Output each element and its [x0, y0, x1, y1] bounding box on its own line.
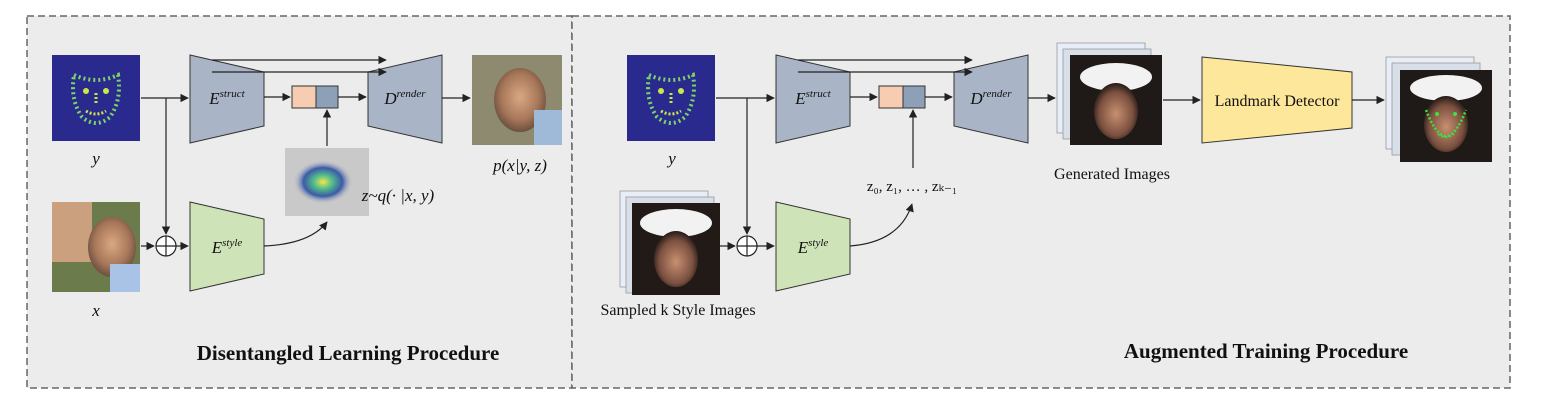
svg-text:Estyle: Estyle	[211, 237, 243, 257]
decoder-render-sup-right: render	[983, 88, 1013, 100]
encoder-struct-block: Estruct	[189, 54, 265, 144]
latent-sequence-label: z₀, z₁, … , zₖ₋₁	[867, 179, 957, 195]
detected-landmarks-stack	[1385, 56, 1492, 162]
style-images-label: Sampled k Style Images	[600, 302, 755, 319]
encoder-style-base-right: E	[797, 238, 809, 257]
style-images-stack	[619, 190, 720, 295]
encoder-style-block-right: Estyle	[775, 201, 851, 292]
svg-text:Estruct: Estruct	[208, 88, 245, 108]
landmark-detector-label: Landmark Detector	[1215, 93, 1341, 110]
landmark-detector-block: Landmark Detector	[1201, 56, 1353, 144]
decoder-render-block-right: Drender	[953, 54, 1029, 144]
encoder-style-base: E	[211, 238, 223, 257]
left-panel-title: Disentangled Learning Procedure	[197, 341, 500, 365]
svg-text:Estyle: Estyle	[797, 237, 829, 257]
generated-images-stack	[1056, 42, 1162, 145]
face-with-landmarks-icon	[1400, 70, 1492, 162]
left-arrows	[141, 55, 471, 251]
latent-posterior-label: z~q(· |x, y)	[361, 186, 435, 205]
y-label-right: y	[666, 149, 676, 168]
output-distribution-label: p(x|y, z)	[492, 156, 547, 175]
latent-scatter-icon	[285, 148, 369, 216]
landmark-heatmap-icon	[52, 55, 140, 141]
sum-icon	[736, 235, 758, 257]
encoder-struct-block-right: Estruct	[775, 54, 851, 144]
right-panel: y Sampled k Style Images Estruct	[571, 15, 1511, 389]
decoder-render-base-right: D	[969, 89, 983, 108]
latent-cell-style-right	[902, 85, 926, 109]
latent-cell-style	[315, 85, 339, 109]
encoder-struct-base-right: E	[794, 89, 806, 108]
encoder-struct-sup: struct	[220, 88, 246, 100]
decoder-render-sup: render	[397, 88, 427, 100]
sum-icon	[155, 235, 177, 257]
svg-text:Estruct: Estruct	[794, 88, 831, 108]
right-arrows	[716, 55, 1385, 251]
latent-cell-struct-right	[878, 85, 904, 109]
encoder-style-block: Estyle	[189, 201, 265, 292]
face-photo-icon	[632, 203, 720, 295]
encoder-struct-base: E	[208, 89, 220, 108]
left-panel: y x Estruct Estyle	[26, 15, 573, 389]
svg-text:Drender: Drender	[383, 88, 426, 108]
reconstructed-face-icon	[472, 55, 562, 145]
latent-cell-struct	[291, 85, 317, 109]
x-label: x	[91, 301, 100, 320]
right-panel-frame	[571, 15, 1511, 389]
svg-text:Drender: Drender	[969, 88, 1012, 108]
face-photo-icon	[52, 202, 140, 292]
landmark-heatmap-icon	[627, 55, 715, 141]
face-photo-icon	[1070, 55, 1162, 145]
decoder-render-base: D	[383, 89, 397, 108]
generated-images-label: Generated Images	[1054, 166, 1170, 183]
decoder-render-block: Drender	[367, 54, 443, 144]
y-label: y	[90, 149, 100, 168]
encoder-struct-sup-right: struct	[806, 88, 832, 100]
right-panel-title: Augmented Training Procedure	[1124, 339, 1408, 363]
encoder-style-sup: style	[222, 237, 242, 249]
encoder-style-sup-right: style	[808, 237, 828, 249]
